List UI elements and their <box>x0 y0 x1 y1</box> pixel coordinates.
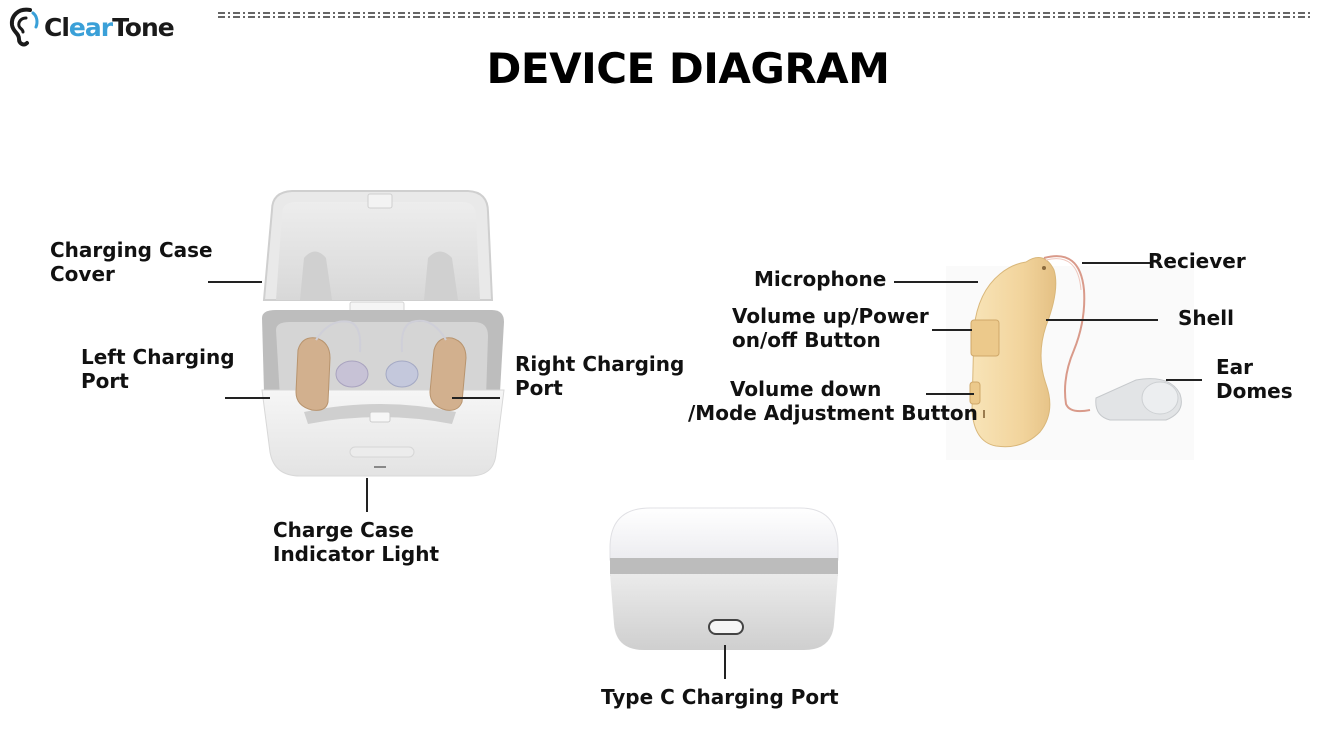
brand-name: ClearTone <box>44 12 175 42</box>
leader-left-port <box>225 397 270 399</box>
leader-reciever <box>1082 262 1150 264</box>
label-microphone: Microphone <box>754 267 887 291</box>
leader-volume-down <box>926 393 974 395</box>
leader-type-c <box>724 645 726 679</box>
leader-indicator-light <box>366 478 368 512</box>
leader-microphone <box>894 281 978 283</box>
leader-right-port <box>452 397 500 399</box>
leader-volume-up <box>932 329 972 331</box>
label-reciever: Reciever <box>1148 249 1246 273</box>
ear-logo-icon <box>9 7 39 47</box>
leader-ear-domes <box>1166 379 1202 381</box>
label-shell: Shell <box>1178 306 1234 330</box>
leader-case-cover <box>208 281 262 283</box>
closed-charging-case <box>609 507 839 650</box>
header-dashed-rule <box>218 12 1310 18</box>
label-volume-down-mode: Volume down/Mode Adjustment Button <box>688 377 978 425</box>
page-title: DEVICE DIAGRAM <box>486 44 890 93</box>
label-type-c-charging-port: Type C Charging Port <box>601 685 839 709</box>
open-charging-case <box>261 190 505 477</box>
hearing-aid <box>946 255 1194 460</box>
leader-shell <box>1046 319 1158 321</box>
brand-logo: ClearTone <box>6 4 175 48</box>
